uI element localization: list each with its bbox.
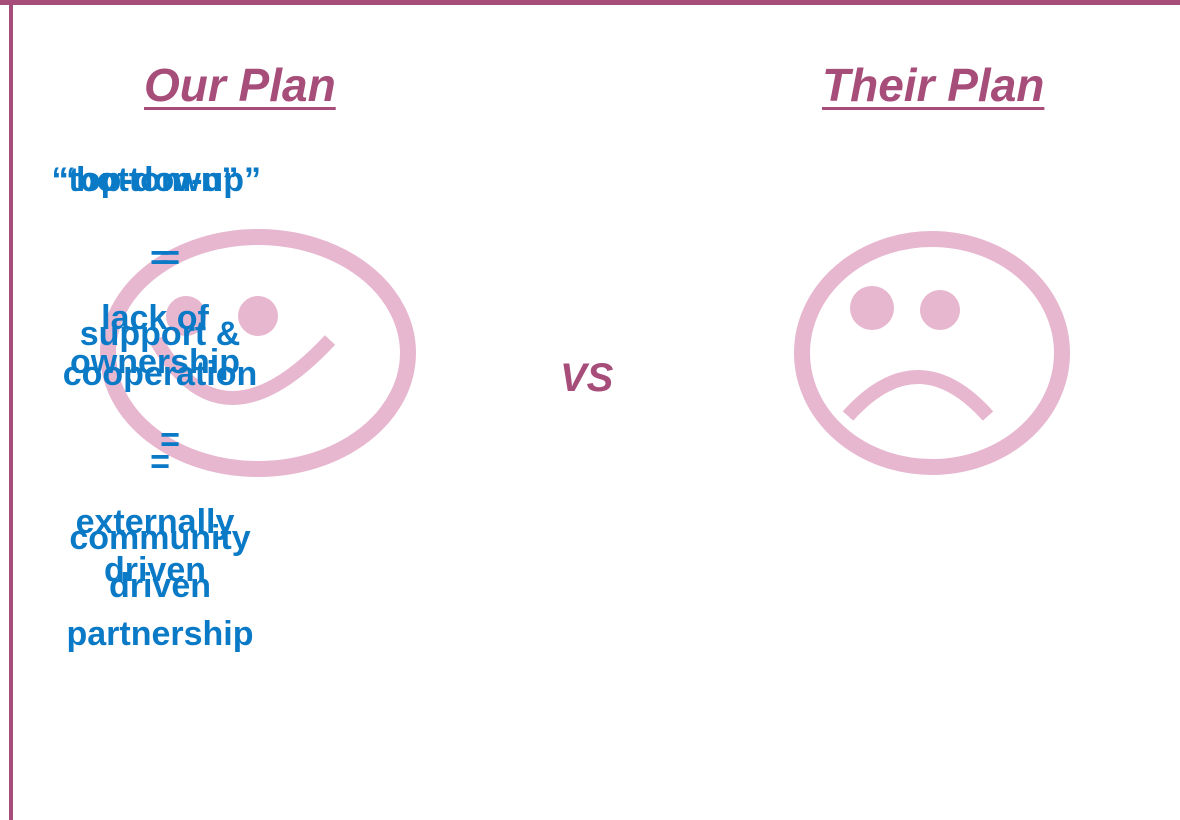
support-cooperation-line2: cooperation bbox=[62, 355, 258, 393]
lack-ownership-line2: ownership bbox=[69, 343, 241, 381]
frame-top-border bbox=[0, 0, 1180, 5]
equals-sign: = bbox=[160, 239, 180, 277]
externally-driven-line1: externally bbox=[75, 503, 235, 541]
frame-left-border bbox=[9, 0, 13, 820]
their-plan-title: Their Plan bbox=[822, 59, 1045, 111]
equals-sign: = bbox=[150, 239, 170, 277]
equals-sign: = bbox=[150, 443, 170, 481]
top-down-label: “top-down” bbox=[51, 161, 239, 199]
bottom-up-label: “bottom-up” bbox=[58, 161, 262, 199]
smiley-face-icon bbox=[100, 229, 416, 477]
sad-face-icon bbox=[794, 231, 1070, 475]
equals-sign: = bbox=[160, 421, 180, 459]
community-driven-line3: partnership bbox=[66, 615, 254, 653]
our-plan-title: Our Plan bbox=[144, 59, 336, 111]
community-driven-line2: driven bbox=[108, 567, 212, 605]
support-cooperation-line1: support & bbox=[79, 315, 241, 353]
lack-ownership-line1: lack of bbox=[101, 299, 209, 337]
community-driven-line1: community bbox=[69, 519, 251, 557]
vs-label: VS bbox=[560, 356, 614, 400]
externally-driven-line2: driven bbox=[103, 551, 207, 589]
